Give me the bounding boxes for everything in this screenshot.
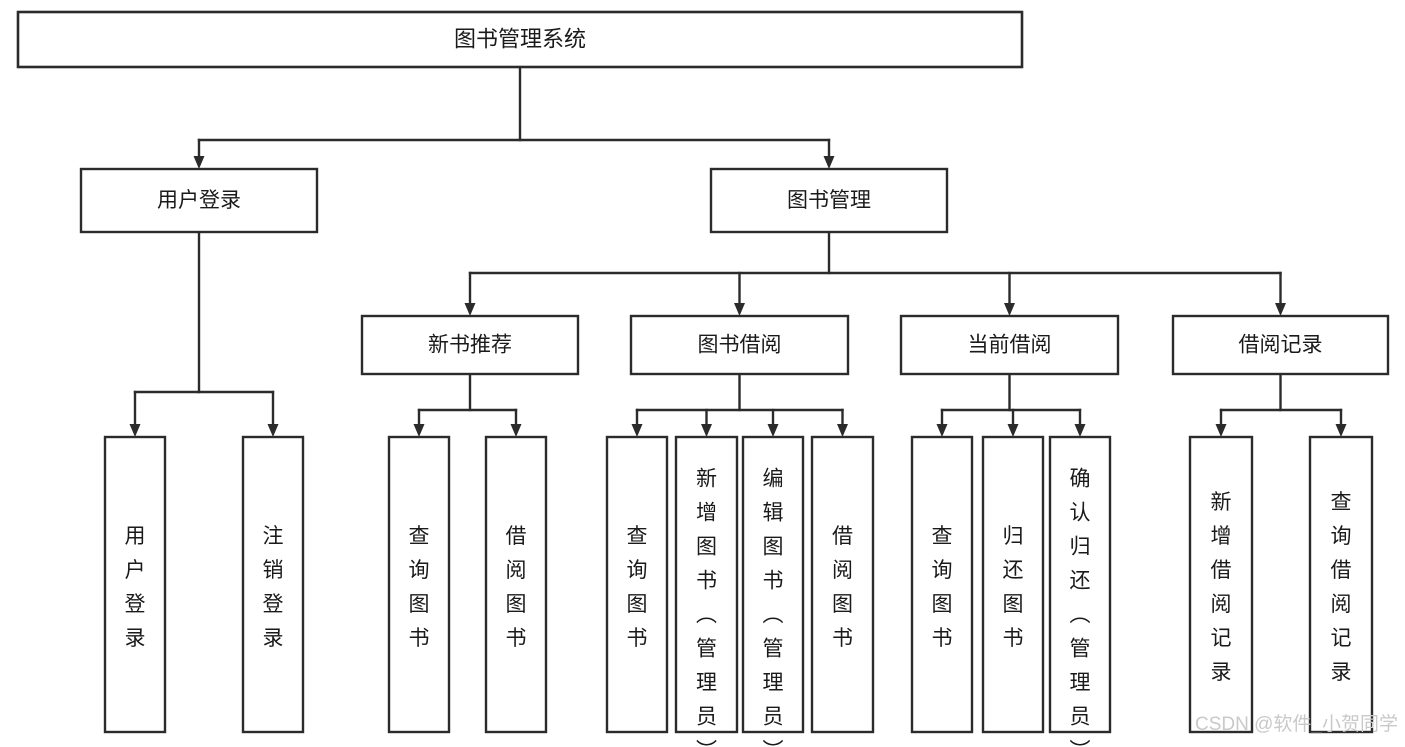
connector-arrow-icon: [1074, 424, 1086, 437]
leaf-node-查询借阅记录-12[interactable]: 查询借阅记录: [1308, 435, 1374, 734]
csdn-watermark: CSDN @软件_小贺同学: [1195, 713, 1398, 735]
leaf-node-归还图书-9-label: 归还图书: [1003, 525, 1024, 650]
leaf-node-查询图书-2[interactable]: 查询图书: [387, 435, 451, 734]
node-layer: 图书管理系统用户登录图书管理新书推荐图书借阅当前借阅借阅记录用户登录注销登录查询…: [16, 10, 1390, 747]
leaf-node-用户登录-0[interactable]: 用户登录: [103, 435, 167, 734]
leaf-node-确认归还管理员-10-box[interactable]: [1048, 435, 1112, 734]
level2-node-用户登录-0-label: 用户登录: [157, 189, 241, 212]
leaf-node-借阅图书-3[interactable]: 借阅图书: [484, 435, 548, 734]
connector-arrow-icon: [823, 156, 835, 169]
leaf-node-查询图书-4-box[interactable]: [605, 435, 669, 734]
leaf-node-查询图书-4[interactable]: 查询图书: [605, 435, 669, 734]
level3-node-新书推荐-0-box[interactable]: [360, 314, 580, 376]
leaf-node-查询图书-8-box[interactable]: [910, 435, 974, 734]
connector-arrow-icon: [1007, 424, 1019, 437]
connector-arrow-icon: [936, 424, 948, 437]
level2-node-用户登录-0[interactable]: 用户登录: [79, 167, 319, 234]
level3-node-新书推荐-0-label: 新书推荐: [428, 334, 512, 357]
level3-node-借阅记录-3-label: 借阅记录: [1239, 334, 1323, 357]
root-node-图书管理系统[interactable]: 图书管理系统: [16, 10, 1024, 69]
connector-arrow-icon: [837, 424, 848, 437]
connector-arrow-icon: [1335, 424, 1347, 437]
leaf-node-借阅图书-7-label: 借阅图书: [832, 525, 853, 650]
connector-arrow-icon: [1215, 424, 1227, 437]
leaf-node-新增借阅记录-11[interactable]: 新增借阅记录: [1188, 435, 1254, 734]
connector-arrow-icon: [413, 424, 425, 437]
watermark-layer: CSDN @软件_小贺同学: [1195, 713, 1398, 735]
level3-node-图书借阅-1-label: 图书借阅: [698, 334, 782, 357]
leaf-node-新增借阅记录-11-box[interactable]: [1188, 435, 1254, 734]
leaf-node-查询图书-2-box[interactable]: [387, 435, 451, 734]
root-node-图书管理系统-label: 图书管理系统: [454, 26, 586, 51]
leaf-node-用户登录-0-label: 用户登录: [125, 525, 146, 650]
connector-layer: [129, 65, 1347, 437]
connector-arrow-icon: [1275, 303, 1286, 316]
leaf-node-编辑图书管理员-6-box[interactable]: [741, 435, 805, 734]
level3-node-图书借阅-1[interactable]: 图书借阅: [629, 314, 850, 376]
leaf-node-借阅图书-3-label: 借阅图书: [506, 525, 527, 650]
level3-node-图书借阅-1-box[interactable]: [629, 314, 850, 376]
leaf-node-查询图书-8[interactable]: 查询图书: [910, 435, 974, 734]
leaf-node-借阅图书-3-box[interactable]: [484, 435, 548, 734]
connector-arrow-icon: [267, 424, 279, 437]
leaf-node-编辑图书管理员-6[interactable]: 编辑图书︵管理员︶: [741, 435, 805, 747]
connector-arrow-icon: [767, 424, 779, 437]
leaf-node-新增图书管理员-5-label: 新增图书︵管理员︶: [696, 468, 717, 747]
leaf-node-新增图书管理员-5[interactable]: 新增图书︵管理员︶: [674, 435, 739, 747]
leaf-node-注销登录-1-label: 注销登录: [263, 525, 284, 650]
root-node-图书管理系统-box[interactable]: [16, 10, 1024, 69]
leaf-node-查询借阅记录-12-box[interactable]: [1308, 435, 1374, 734]
level3-node-当前借阅-2-label: 当前借阅: [968, 334, 1052, 357]
leaf-node-借阅图书-7[interactable]: 借阅图书: [810, 435, 875, 734]
leaf-node-查询图书-8-label: 查询图书: [932, 525, 953, 650]
leaf-node-新增图书管理员-5-box[interactable]: [674, 435, 739, 734]
level3-node-当前借阅-2-box[interactable]: [899, 314, 1120, 376]
leaf-node-查询借阅记录-12-label: 查询借阅记录: [1331, 491, 1352, 684]
level3-node-借阅记录-3-box[interactable]: [1171, 314, 1390, 376]
level3-node-借阅记录-3[interactable]: 借阅记录: [1171, 314, 1390, 376]
level2-node-用户登录-0-box[interactable]: [79, 167, 319, 234]
leaf-node-新增借阅记录-11-label: 新增借阅记录: [1211, 491, 1232, 684]
leaf-node-查询图书-4-label: 查询图书: [627, 525, 648, 650]
connector-arrow-icon: [129, 424, 141, 437]
level2-node-图书管理-1-box[interactable]: [709, 167, 949, 234]
connector-arrow-icon: [701, 424, 712, 437]
leaf-node-编辑图书管理员-6-label: 编辑图书︵管理员︶: [763, 468, 784, 747]
connector-arrow-icon: [510, 424, 522, 437]
leaf-node-注销登录-1-box[interactable]: [241, 435, 305, 734]
connector-arrow-icon: [193, 156, 205, 169]
level3-node-新书推荐-0[interactable]: 新书推荐: [360, 314, 580, 376]
leaf-node-确认归还管理员-10[interactable]: 确认归还︵管理员︶: [1048, 435, 1112, 747]
connector-arrow-icon: [631, 424, 643, 437]
level3-node-当前借阅-2[interactable]: 当前借阅: [899, 314, 1120, 376]
connector-arrow-icon: [1004, 303, 1015, 316]
level2-node-图书管理-1[interactable]: 图书管理: [709, 167, 949, 234]
leaf-node-借阅图书-7-box[interactable]: [810, 435, 875, 734]
leaf-node-确认归还管理员-10-label: 确认归还︵管理员︶: [1070, 468, 1091, 747]
leaf-node-注销登录-1[interactable]: 注销登录: [241, 435, 305, 734]
leaf-node-查询图书-2-label: 查询图书: [409, 525, 430, 650]
connector-arrow-icon: [734, 303, 745, 316]
connector-arrow-icon: [464, 303, 476, 316]
leaf-node-归还图书-9-box[interactable]: [981, 435, 1045, 734]
leaf-node-用户登录-0-box[interactable]: [103, 435, 167, 734]
leaf-node-归还图书-9[interactable]: 归还图书: [981, 435, 1045, 734]
level2-node-图书管理-1-label: 图书管理: [787, 189, 871, 212]
